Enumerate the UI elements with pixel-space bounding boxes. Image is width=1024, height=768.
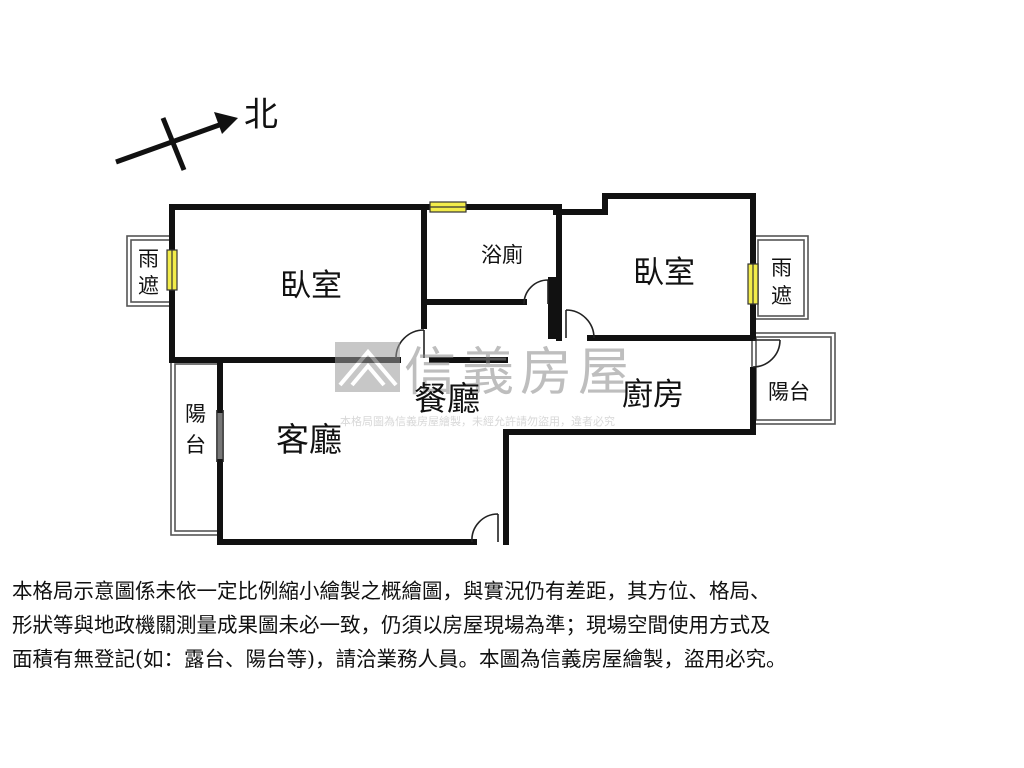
disclaimer-line-2: 形狀等與地政機關測量成果圖未必一致，仍須以房屋現場為準；現場空間使用方式及 [12,613,771,637]
label-kitchen: 廚房 [622,377,684,413]
label-living-room: 客廳 [276,420,342,459]
label-balcony-left-2: 台 [185,433,206,457]
compass: 北 [115,95,278,171]
watermark: 信義房屋 本格局圖為信義房屋繪製，未經允許請勿盜用，違者必究 [335,342,636,428]
disclaimer: 本格局示意圖係未依一定比例縮小繪製之概繪圖，與實況仍有差距，其方位、格局、 形狀… [12,574,1016,676]
wall-top-right [553,193,756,339]
balcony-right-inner [755,336,832,421]
compass-crossbar [160,117,187,171]
label-rain-shelter-right-1: 雨 [771,256,792,280]
door-living [471,513,499,543]
wall-bath-door-jamb [548,277,560,339]
label-bedroom-left: 臥室 [280,268,342,304]
watermark-notice: 本格局圖為信義房屋繪製，未經允許請勿盜用，違者必究 [340,414,615,428]
compass-arrowhead [214,112,238,134]
balcony-left-inner [174,363,220,532]
label-bedroom-right: 臥室 [633,255,695,291]
door-bedroom-right [565,309,595,339]
windows [166,201,759,305]
door-bathroom [523,279,549,305]
watermark-logo-mark [338,348,398,387]
label-rain-shelter-right-2: 遮 [771,284,792,308]
compass-arrow-shaft [115,121,223,165]
door-kitchen-balcony [752,339,781,368]
label-rain-shelter-left-1: 雨 [138,247,159,271]
watermark-brand: 信義房屋 [404,343,636,403]
label-balcony-left-1: 陽 [185,402,206,426]
room-labels: 臥室 浴廁 臥室 雨 遮 雨 遮 陽 台 陽台 客廳 餐廳 廚房 [138,243,810,459]
disclaimer-line-3: 面積有無登記(如：露台、陽台等)，請洽業務人員。本圖為信義房屋繪製，盜用必究。 [12,647,787,671]
label-dining-room: 餐廳 [414,379,480,418]
wall-left-bedroom [169,204,423,363]
balcony-right-outline [751,332,836,425]
compass-north-label: 北 [244,95,278,135]
label-balcony-right: 陽台 [768,380,810,404]
disclaimer-line-1: 本格局示意圖係未依一定比例縮小繪製之概繪圖，與實況仍有差距，其方位、格局、 [12,579,771,603]
doors [216,279,781,543]
label-rain-shelter-left-2: 遮 [138,274,159,298]
label-bathroom: 浴廁 [481,243,523,267]
